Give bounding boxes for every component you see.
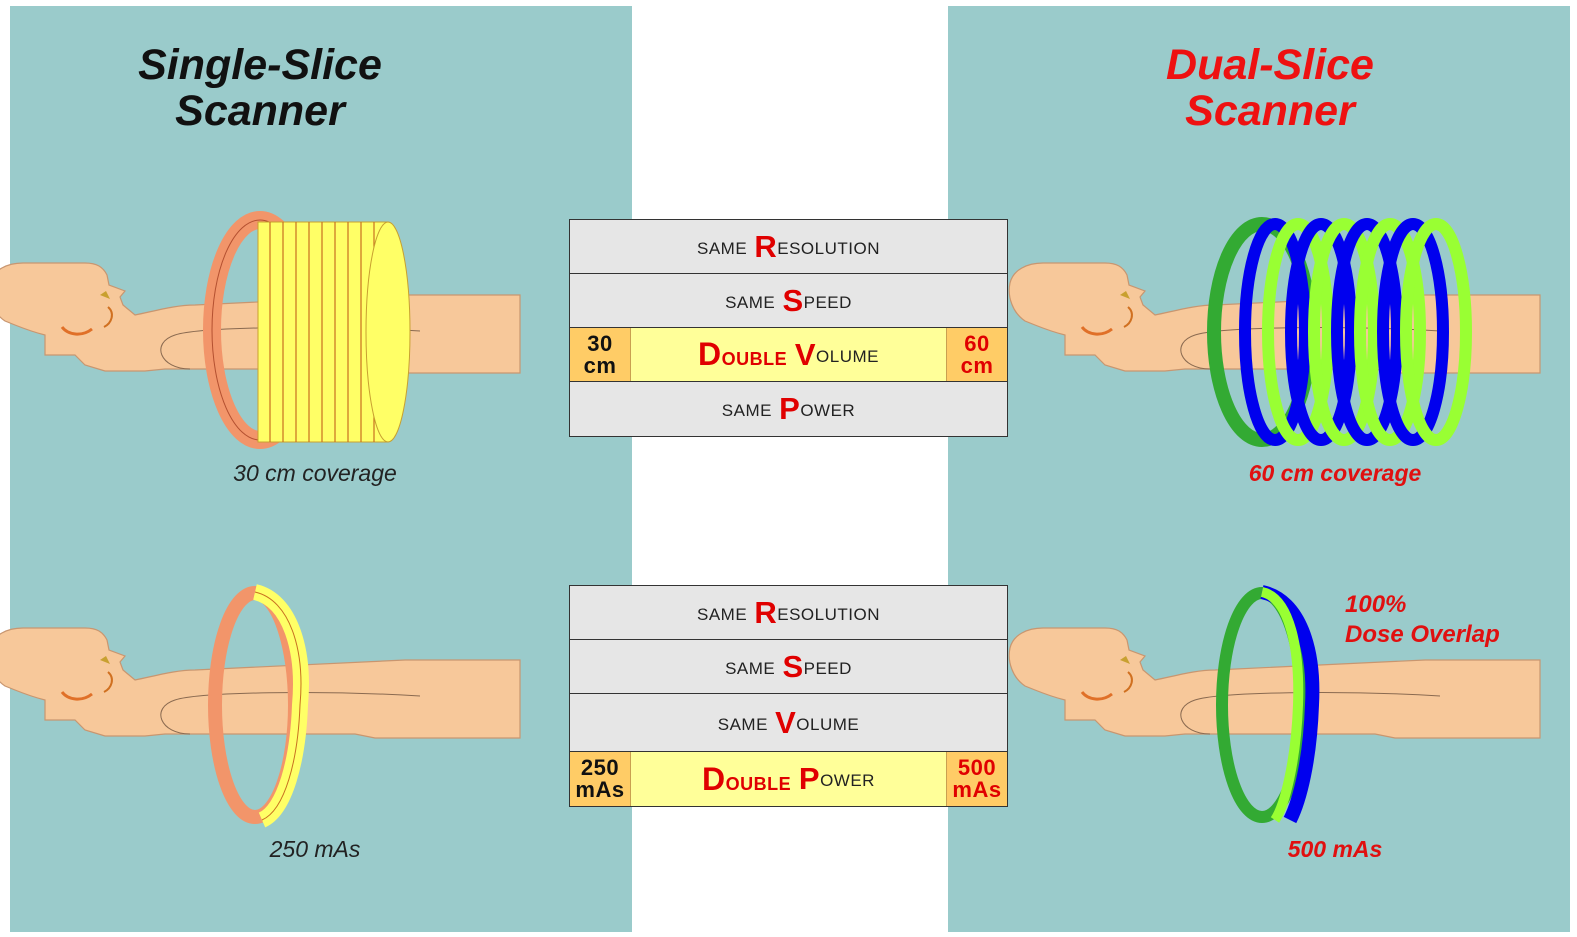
right-value-cell: 500 mAs	[946, 752, 1007, 806]
left-value-cell: 250 mAs	[570, 752, 631, 806]
single-coverage-caption: 30 cm coverage	[233, 460, 397, 486]
left-unit: cm	[583, 352, 617, 378]
row-cap2: P	[798, 761, 821, 796]
left-value: 250	[580, 755, 620, 780]
overlap-text: Dose Overlap	[1345, 621, 1500, 648]
row-rest: ower	[800, 395, 856, 422]
row-cap: R	[754, 228, 778, 264]
title-line-1: Single-Slice	[138, 41, 382, 89]
single-mas-caption: 250 mAs	[269, 836, 361, 862]
row-cap: V	[775, 704, 797, 740]
row-rest2: ower	[820, 765, 875, 792]
row-prefix: same	[697, 598, 755, 626]
overlap-percent: 100%	[1345, 591, 1407, 618]
patient-bottom-left	[0, 626, 522, 740]
double-label: Double	[698, 336, 795, 373]
dual-slice-coil-top	[1207, 217, 1472, 447]
row-cap: S	[782, 282, 804, 318]
right-value: 60	[964, 330, 990, 356]
single-slice-coil-top	[203, 211, 411, 449]
dual-mas-caption: 500 mAs	[1287, 836, 1383, 862]
row-rest2: olume	[816, 340, 879, 368]
title-line-1: Dual-Slice	[1166, 41, 1374, 89]
title-line-2: Scanner	[1185, 87, 1355, 135]
right-value-cell: 60 cm	[946, 328, 1007, 381]
dual-coverage-caption: 60 cm coverage	[1248, 460, 1422, 486]
row-cap: R	[754, 594, 778, 630]
row-prefix: same	[721, 395, 780, 422]
row-prefix: same	[725, 652, 783, 680]
single-slice-title: Single-Slice Scanner	[60, 42, 460, 134]
row-rest: esolution	[777, 232, 880, 260]
right-unit: mAs	[952, 777, 1002, 802]
left-unit: mAs	[575, 777, 625, 802]
dual-slice-title: Dual-Slice Scanner	[1070, 42, 1470, 134]
row-prefix: same	[717, 708, 776, 736]
row-prefix: same	[725, 286, 783, 314]
single-slice-panel	[10, 6, 632, 932]
row-rest: olume	[796, 708, 860, 736]
row-cap: S	[782, 648, 804, 684]
right-unit: cm	[960, 352, 994, 378]
single-slice-coil-bottom	[208, 584, 309, 828]
row-prefix: same	[697, 232, 755, 260]
row-rest: peed	[803, 286, 852, 314]
dose-overlap-label: 100% Dose Overlap	[1345, 590, 1500, 650]
left-value: 30	[587, 330, 613, 356]
row-rest: peed	[803, 652, 852, 680]
row-rest: ouble	[725, 765, 792, 796]
title-line-2: Scanner	[175, 87, 345, 135]
row-cap: D	[702, 760, 726, 797]
row-cap: D	[698, 336, 722, 372]
row-cap: P	[779, 391, 801, 426]
dual-slice-panel	[948, 6, 1570, 932]
left-value-cell: 30 cm	[570, 328, 631, 381]
double-label: Double	[702, 761, 799, 798]
row-cap2: V	[794, 336, 817, 372]
row-rest: esolution	[777, 598, 880, 626]
dual-slice-coil-bottom	[1216, 585, 1320, 824]
row-rest: ouble	[721, 341, 788, 371]
right-value: 500	[957, 755, 997, 780]
